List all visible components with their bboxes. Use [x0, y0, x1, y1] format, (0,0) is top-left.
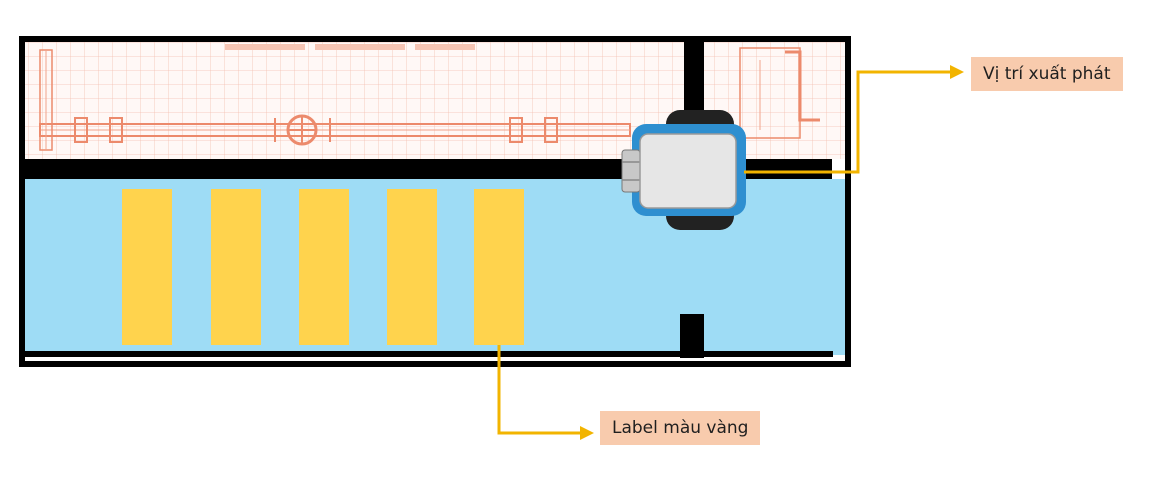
- yellow-label: [387, 189, 437, 345]
- arrow-head-start: [950, 65, 964, 79]
- yellow-label: [211, 189, 261, 345]
- walls: [19, 36, 851, 367]
- robot-icon: [621, 110, 746, 230]
- callout-arrows: [497, 65, 964, 440]
- yellow-label: [299, 189, 349, 345]
- yellow-label-callout: Label màu vàng: [600, 411, 761, 445]
- blueprint-background: [25, 42, 845, 159]
- start-position-callout: Vị trí xuất phát: [971, 57, 1123, 91]
- arrow-head-label: [580, 426, 594, 440]
- yellow-labels: [122, 189, 524, 345]
- yellow-label: [474, 189, 524, 345]
- yellow-label: [122, 189, 172, 345]
